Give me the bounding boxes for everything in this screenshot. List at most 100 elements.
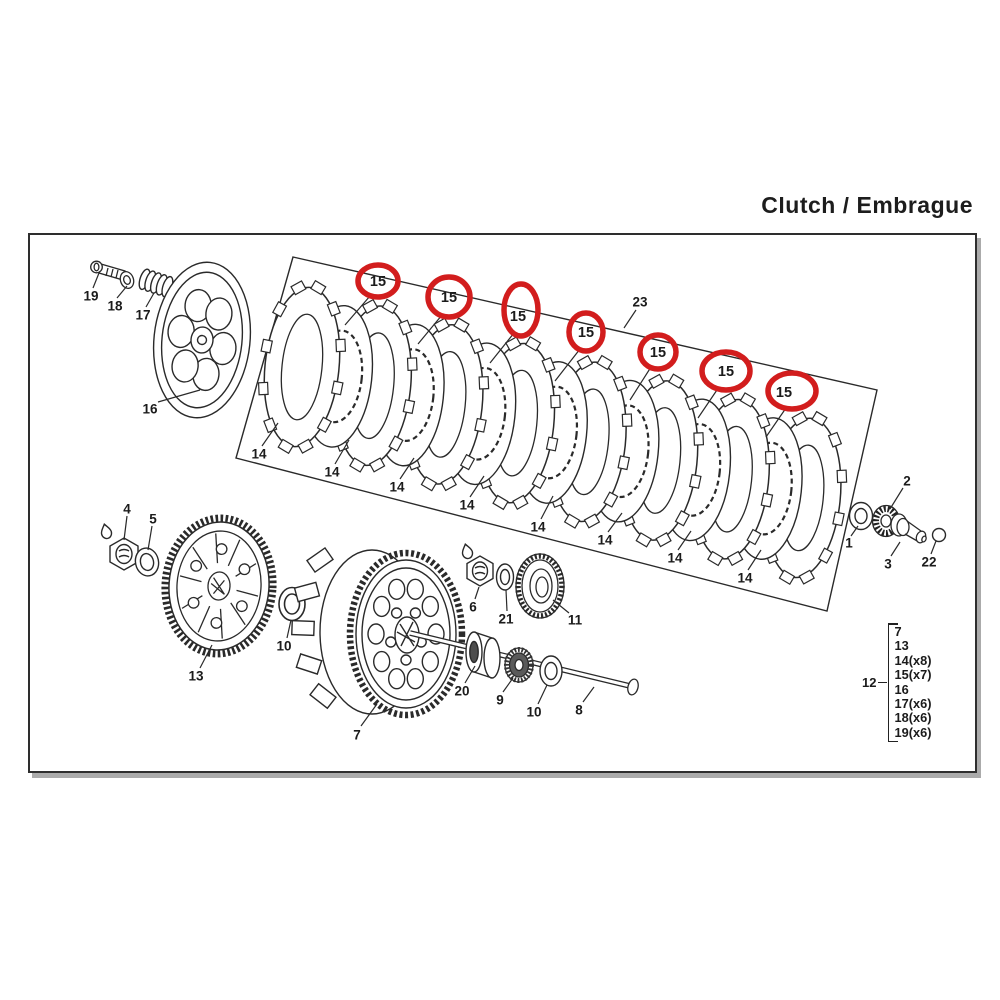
part-label: 21: [498, 612, 514, 627]
friction-plate-tab: [512, 494, 529, 510]
part-label: 6: [469, 600, 477, 615]
washer-18: [119, 271, 135, 289]
leader-line: [261, 422, 279, 447]
friction-plate-tab: [674, 510, 691, 527]
friction-plate-tab: [778, 569, 796, 585]
part-label: 14: [324, 465, 340, 480]
leader-line: [334, 439, 350, 465]
stack-boundary-outline: [235, 256, 878, 612]
clutch-basket-7: [291, 546, 466, 719]
friction-plate-tab: [349, 457, 366, 473]
leader-line: [697, 386, 720, 419]
legend-item: 16: [894, 681, 909, 697]
leader-line: [116, 285, 128, 299]
highlight-label: 15: [578, 325, 594, 341]
friction-plate-tab: [760, 492, 774, 508]
friction-plate-tab: [583, 513, 601, 529]
leader-line: [623, 309, 637, 329]
part-label: 3: [884, 557, 892, 572]
highlight-oval: [566, 310, 606, 354]
part-label: 14: [389, 480, 405, 495]
friction-plate-tab: [688, 473, 702, 489]
leader-line: [747, 549, 762, 571]
friction-plate-tab: [596, 354, 613, 371]
legend-item: 19(x6): [894, 724, 932, 740]
legend-item: 18(x6): [894, 710, 932, 726]
leader-line: [286, 619, 292, 639]
friction-plate-tab: [271, 301, 288, 318]
friction-plate-tab: [746, 528, 762, 546]
part-label: 9: [496, 693, 504, 708]
part-label: 16: [142, 402, 158, 417]
legend-pointer-label: 12: [862, 675, 877, 691]
friction-plate-tab: [798, 569, 815, 585]
highlight-oval: [699, 349, 753, 393]
part-label: 18: [107, 299, 123, 314]
steel-plate-highlight: 15: [425, 274, 473, 320]
stack-boundary: [235, 256, 878, 612]
steel-plate-highlight: 15: [699, 349, 753, 393]
leader-line: [474, 586, 480, 600]
highlight-oval: [501, 281, 541, 339]
leader-line: [850, 525, 859, 537]
part-label: 2: [903, 474, 911, 489]
friction-plate-tab: [433, 317, 450, 333]
part-label: 10: [526, 705, 541, 720]
friction-plate-tab: [361, 298, 379, 315]
leader-line: [123, 515, 128, 541]
nut-4: [109, 537, 139, 571]
steel-plate-highlight: 15: [566, 310, 606, 354]
friction-plate-tab: [290, 280, 307, 296]
friction-plate-tab: [817, 547, 834, 564]
leader-line: [145, 292, 155, 308]
friction-plate-tab: [406, 357, 418, 371]
leader-line: [552, 599, 570, 614]
leader-line: [629, 366, 652, 401]
leader-line: [765, 407, 787, 438]
diagram-frame: [28, 233, 977, 773]
friction-plate-tab: [791, 411, 808, 427]
friction-plate-tab: [576, 354, 594, 371]
leader-lines: [92, 272, 937, 727]
leader-line: [607, 512, 623, 533]
part-label: 8: [575, 703, 583, 718]
friction-plate-tab: [684, 394, 699, 411]
friction-plate-tab: [398, 319, 413, 336]
friction-plate-tab: [297, 438, 314, 454]
highlight-oval: [637, 332, 679, 372]
highlight-label: 15: [776, 385, 792, 401]
gear-9: [504, 647, 534, 683]
friction-plate-tab: [260, 338, 274, 354]
friction-plate-tab: [388, 435, 404, 452]
washer-21: [495, 563, 515, 591]
pusher-3: [890, 513, 927, 544]
friction-plate-tab: [811, 410, 828, 427]
friction-plate-tab: [492, 494, 509, 511]
friction-plate-tab: [563, 513, 581, 529]
part-label: 1: [845, 536, 853, 551]
clutch-hub-13: [161, 514, 277, 658]
part-label: 14: [667, 551, 683, 566]
friction-plate-tab: [836, 469, 848, 484]
friction-plate-tab: [469, 338, 485, 355]
part-label: 14: [530, 520, 546, 535]
friction-plate-tab: [827, 431, 843, 448]
friction-plate-tab: [453, 317, 470, 333]
leader-line: [537, 684, 548, 705]
leader-line: [417, 314, 443, 345]
leader-line: [199, 644, 213, 669]
steel-plate-highlight: 15: [637, 332, 679, 372]
friction-plate-tab: [335, 338, 347, 353]
friction-plate-tab: [330, 380, 344, 396]
friction-plate-tab: [603, 491, 619, 508]
highlight-label: 15: [441, 290, 457, 306]
o-ring-10: [278, 586, 306, 622]
highlight-label: 15: [650, 345, 666, 361]
friction-plate-tab: [368, 457, 386, 473]
